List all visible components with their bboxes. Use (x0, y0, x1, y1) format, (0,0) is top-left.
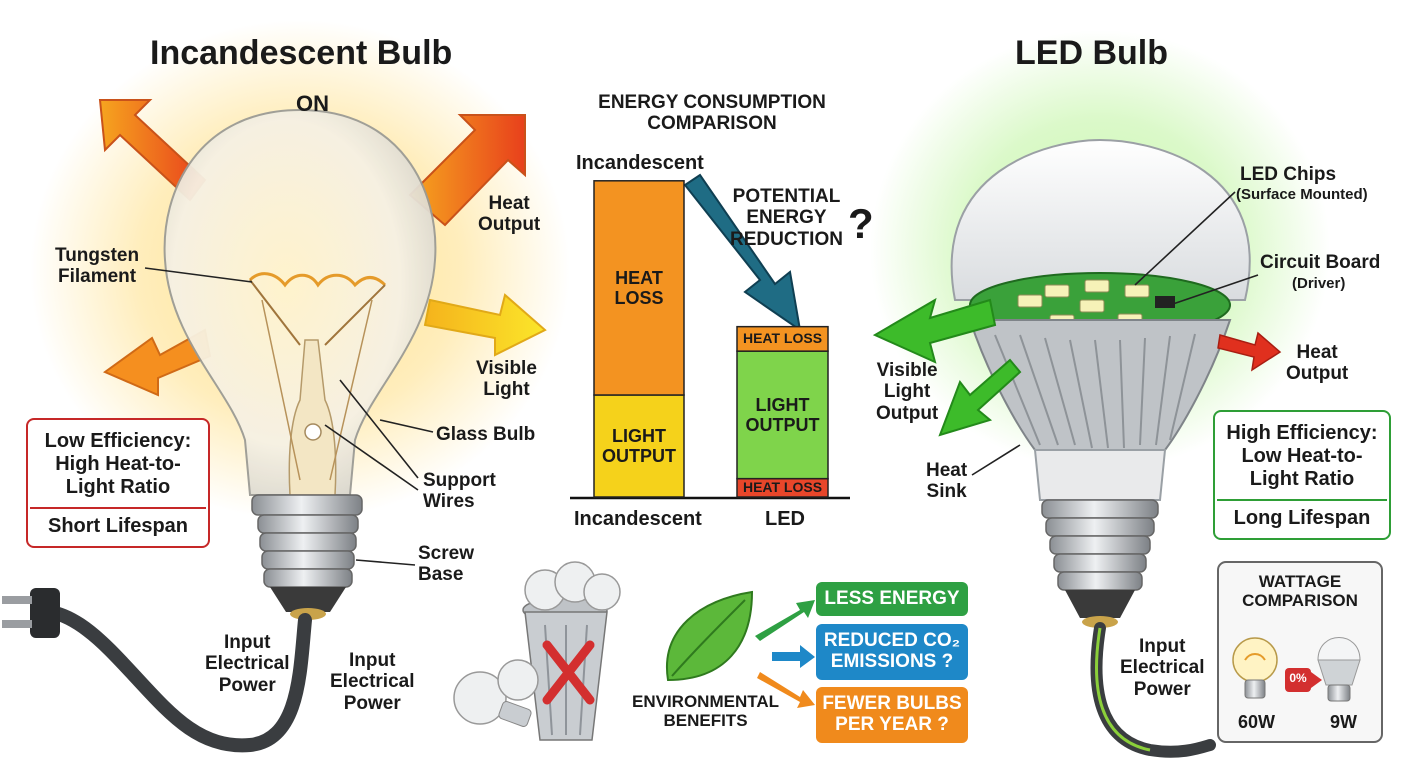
reduction-label: POTENTIAL ENERGY REDUCTION (730, 186, 843, 250)
low-efficiency-text: Low Efficiency: High Heat-to- Light Rati… (44, 430, 192, 498)
bar-label-incandescent-light: LIGHT OUTPUT (602, 425, 676, 466)
x-label-incandescent: Incandescent (574, 508, 702, 530)
small-led-icon (1317, 637, 1361, 702)
bar-incandescent-light (593, 394, 685, 498)
reduced-co2-pill: REDUCED CO₂ EMISSIONS ? (816, 624, 968, 680)
env-benefits-label: ENVIRONMENTAL BENEFITS (632, 692, 780, 731)
incandescent-title: Incandescent Bulb (150, 34, 453, 72)
heat-output-label-right: Heat Output (1286, 342, 1349, 385)
high-efficiency-callout: High Efficiency: Low Heat-to- Light Rati… (1213, 410, 1391, 540)
heat-arrow-top-right (408, 114, 526, 227)
bar-label-led-light: LIGHT OUTPUT (745, 394, 820, 435)
plug-icon (2, 588, 60, 638)
x-label-led: LED (765, 508, 805, 530)
filament (248, 272, 387, 288)
led-title: LED Bulb (1015, 34, 1168, 72)
power-cord-left (43, 605, 312, 753)
fewer-bulbs-pill: FEWER BULBS PER YEAR ? (816, 687, 968, 743)
env-arrow-3 (757, 672, 815, 708)
bar-label-led-bottom-heat: HEAT LOSS (742, 478, 823, 495)
driver-chip (1155, 296, 1175, 308)
wattage-title: WATTAGE COMPARISON (1242, 572, 1358, 611)
less-energy-pill: LESS ENERGY (816, 582, 968, 616)
input-power-label-left-b: Input Electrical Power (330, 650, 415, 714)
reduced-co2-text: REDUCED CO₂ EMISSIONS ? (823, 630, 961, 672)
bar-label-incandescent-heat: HEAT LOSS (614, 267, 664, 308)
screw-base (251, 494, 363, 620)
chart-title: ENERGY CONSUMPTION COMPARISON (598, 92, 826, 135)
fewer-bulbs-text: FEWER BULBS PER YEAR ? (822, 693, 962, 735)
wattage-left: 60W (1238, 712, 1276, 732)
wattage-badge-text: 0% (1289, 671, 1307, 685)
bar-incandescent-heat (593, 180, 685, 396)
wattage-badge (1285, 668, 1311, 692)
leaf-icon (665, 590, 754, 682)
led-light-arrow-down (938, 358, 1022, 437)
chart-bars (593, 180, 829, 498)
env-arrow-2 (772, 645, 815, 668)
led-chips-sub: (Surface Mounted) (1236, 186, 1368, 203)
led-heat-arrow (1217, 331, 1282, 372)
question-mark: ? (848, 200, 874, 247)
short-lifespan-text: Short Lifespan (47, 515, 188, 537)
bar-led-heat (736, 325, 829, 352)
env-arrow-1 (755, 600, 815, 641)
on-label: ON (296, 91, 329, 116)
reduction-arrow (683, 173, 802, 333)
visible-light-label-right: Visible Light Output (876, 360, 939, 424)
light-arrow-right (423, 293, 547, 357)
led-light-arrow-left (872, 297, 997, 364)
discarded-bulbs-icon (453, 659, 539, 727)
long-lifespan-text: Long Lifespan (1233, 507, 1371, 529)
input-power-label-right: Input Electrical Power (1120, 636, 1205, 700)
chart-top-label: Incandescent (576, 152, 704, 174)
heat-sink-label: Heat Sink (926, 460, 968, 503)
bar-led-light (736, 350, 829, 480)
bar-label-led-heat: HEAT LOSS (742, 330, 823, 347)
led-chips-label: LED Chips (1240, 164, 1337, 185)
small-incandescent-icon (1232, 637, 1278, 699)
input-power-label-left-a: Input Electrical Power (205, 632, 290, 696)
support-wires-label: Support Wires (423, 470, 496, 513)
heat-output-label-left: Heat Output (478, 193, 541, 236)
trash-bin-icon (522, 561, 621, 741)
circuit-board-sub: (Driver) (1292, 275, 1346, 292)
visible-light-label-left: Visible Light (476, 358, 537, 401)
filament-label: Tungsten Filament (55, 245, 140, 288)
led-screw-base (1041, 499, 1159, 628)
less-energy-text: LESS ENERGY (824, 587, 960, 609)
wattage-right: 9W (1330, 712, 1357, 732)
low-efficiency-callout: Low Efficiency: High Heat-to- Light Rati… (26, 418, 210, 548)
glass-bulb-label: Glass Bulb (436, 424, 536, 445)
circuit-board-label: Circuit Board (1260, 252, 1381, 273)
high-efficiency-text: High Efficiency: Low Heat-to- Light Rati… (1226, 422, 1378, 490)
screw-base-label: Screw Base (418, 543, 474, 586)
led-dome (950, 138, 1251, 301)
